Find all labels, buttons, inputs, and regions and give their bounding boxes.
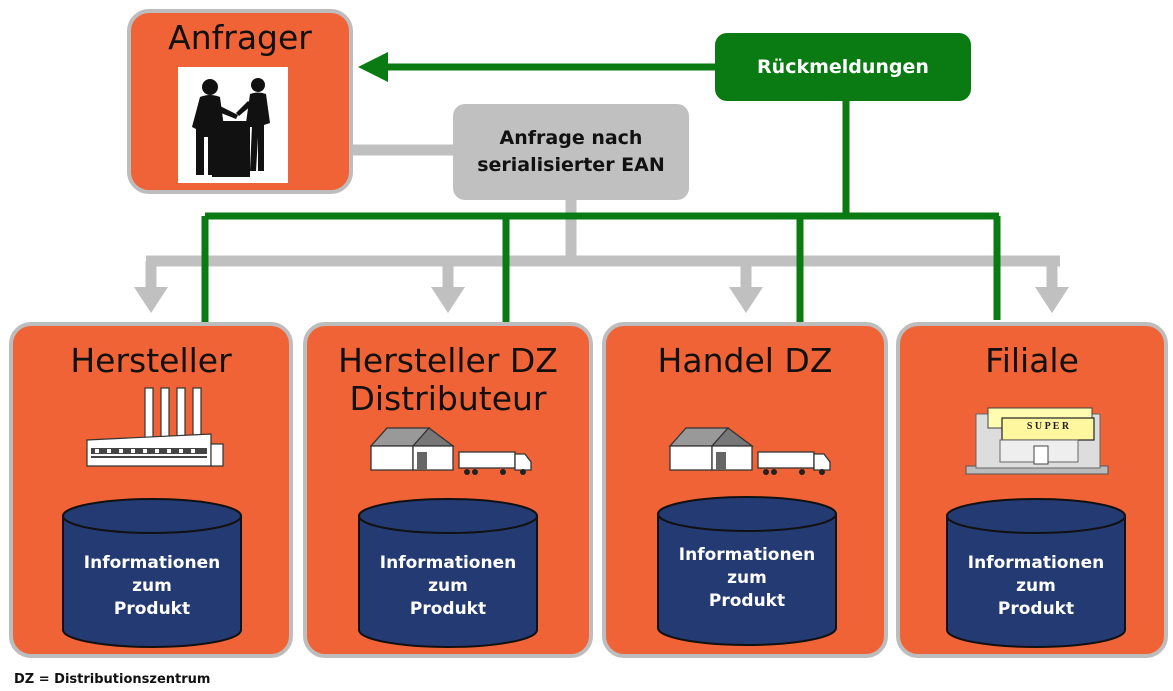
arrow-to-anfrager <box>358 52 388 82</box>
product-database: Informationen zum Produkt <box>654 494 840 648</box>
people-at-desk-icon <box>178 67 288 183</box>
db-line1: Informationen <box>83 553 221 573</box>
footnote: DZ = Distributionszentrum <box>14 672 211 687</box>
node-title: Filiale <box>985 341 1079 380</box>
node-subtitle: Distributeur <box>349 379 547 418</box>
node-handel-dz: Handel DZ <box>602 322 888 658</box>
feedback-label: Rückmeldungen <box>715 33 971 101</box>
db-line3: Produkt <box>113 599 191 619</box>
arrow-to-hersteller <box>134 287 168 313</box>
warehouse-truck-icon <box>666 424 838 482</box>
db-line1: Informationen <box>379 553 517 573</box>
request-label: Anfrage nach serialisierter EAN <box>453 104 689 200</box>
request-label-line1: Anfrage nach <box>499 127 643 149</box>
product-database: Informationen zum Produkt <box>59 496 245 650</box>
node-filiale: Filiale S U P E R Informationen zum Prod… <box>896 322 1168 658</box>
db-line1: Informationen <box>678 545 816 565</box>
product-database: Informationen zum Produkt <box>355 496 541 650</box>
db-line3: Produkt <box>997 599 1075 619</box>
node-title: Hersteller DZ <box>338 341 558 380</box>
warehouse-truck-icon <box>367 424 539 482</box>
requester-box: Anfrager <box>127 9 353 194</box>
product-database: Informationen zum Produkt <box>943 496 1129 650</box>
db-line3: Produkt <box>708 591 786 611</box>
store-sign-text: S U P E R <box>1026 421 1070 432</box>
request-arrowheads <box>134 287 1069 313</box>
db-line1: Informationen <box>967 553 1105 573</box>
arrow-to-filiale <box>1035 287 1069 313</box>
db-line2: zum <box>428 576 468 596</box>
db-line3: Produkt <box>409 599 487 619</box>
node-hersteller-dz: Hersteller DZ Distributeur <box>303 322 593 658</box>
factory-icon <box>83 384 227 474</box>
requester-title: Anfrager <box>168 18 312 57</box>
db-line2: zum <box>1016 576 1056 596</box>
node-title: Handel DZ <box>657 341 833 380</box>
request-label-line2: serialisierter EAN <box>477 154 665 176</box>
node-title: Hersteller <box>70 341 232 380</box>
arrow-to-handel-dz <box>729 287 763 313</box>
db-line2: zum <box>727 568 767 588</box>
feedback-lines <box>201 63 1001 325</box>
arrow-to-hersteller-dz <box>431 287 465 313</box>
feedback-label-text: Rückmeldungen <box>757 56 929 78</box>
supermarket-icon: S U P E R <box>962 404 1112 480</box>
request-lines <box>145 144 1060 290</box>
node-hersteller: Hersteller <box>9 322 293 658</box>
db-line2: zum <box>132 576 172 596</box>
